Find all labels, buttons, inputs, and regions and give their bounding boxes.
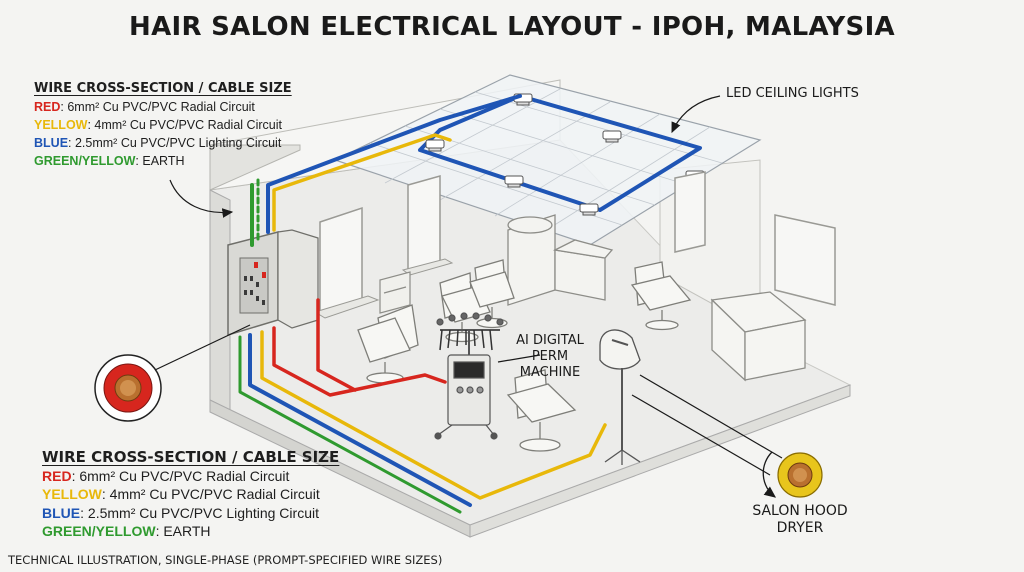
led-leader: [671, 95, 721, 134]
legend-row-earth: GREEN/YELLOW: EARTH: [42, 522, 339, 541]
legend-key: YELLOW: [34, 118, 88, 132]
perm-label-line: AI DIGITAL: [516, 333, 584, 348]
yellow-wire: [260, 330, 607, 500]
earth-wire: [238, 335, 462, 514]
footer-caption: TECHNICAL ILLUSTRATION, SINGLE-PHASE (PR…: [8, 553, 443, 567]
hood-dryer-label: SALON HOOD DRYER: [745, 503, 855, 537]
led-light: [504, 175, 524, 188]
legend-heading: WIRE CROSS-SECTION / CABLE SIZE: [42, 448, 340, 466]
perm-machine-label: AI DIGITAL PERM MACHINE: [505, 333, 595, 381]
page-title: HAIR SALON ELECTRICAL LAYOUT - IPOH, MAL…: [129, 12, 895, 42]
red-cable-cross-section: [94, 354, 162, 422]
salon-chair: [357, 304, 419, 384]
legend-row-yellow: YELLOW: 4mm² Cu PVC/PVC Radial Circuit: [42, 485, 339, 504]
legend-text: : 2.5mm² Cu PVC/PVC Lighting Circuit: [80, 504, 319, 521]
salon-chairs: [357, 259, 692, 452]
legend-row-earth: GREEN/YELLOW: EARTH: [34, 152, 292, 170]
wire-legend-bottom: WIRE CROSS-SECTION / CABLE SIZE RED: 6mm…: [42, 448, 339, 541]
legend-key: RED: [42, 467, 72, 484]
legend-key: GREEN/YELLOW: [42, 523, 156, 539]
wash-station: [507, 214, 614, 306]
distribution-board: [227, 229, 319, 337]
floor-edge-right: [469, 384, 851, 538]
salon-chair: [506, 369, 577, 452]
wire-legend-top: WIRE CROSS-SECTION / CABLE SIZE RED: 6mm…: [34, 80, 292, 170]
led-ceiling-lights-label: LED CEILING LIGHTS: [726, 86, 859, 101]
callout-leaders: [154, 95, 783, 476]
legend-text: : 4mm² Cu PVC/PVC Radial Circuit: [101, 486, 320, 502]
mirror: [319, 206, 363, 313]
hood-dryer: [599, 329, 641, 465]
dryer-leader: [639, 374, 783, 459]
red-wire: [272, 326, 447, 397]
legend-text: : 6mm² Cu PVC/PVC Radial Circuit: [60, 100, 255, 114]
red-callout-leader: [154, 324, 251, 371]
trolley: [379, 271, 411, 314]
legend-heading: WIRE CROSS-SECTION / CABLE SIZE: [34, 81, 292, 96]
legend-key: GREEN/YELLOW: [34, 154, 136, 168]
legend-row-red: RED: 6mm² Cu PVC/PVC Radial Circuit: [42, 467, 339, 486]
salon-chair: [630, 261, 692, 331]
legend-top-leader: [169, 179, 234, 218]
led-light: [425, 139, 445, 152]
perm-machine: [434, 312, 504, 440]
legend-row-blue: BLUE: 2.5mm² Cu PVC/PVC Lighting Circuit: [42, 504, 339, 523]
legend-key: BLUE: [34, 136, 69, 150]
mirror: [407, 175, 441, 271]
red-wire: [316, 298, 357, 392]
legend-key: YELLOW: [42, 486, 102, 502]
yellow-wire: [272, 133, 452, 232]
salon-chair: [469, 259, 515, 329]
mirror: [674, 171, 706, 253]
legend-text: : 4mm² Cu PVC/PVC Radial Circuit: [87, 118, 282, 132]
perm-label-line: PERM MACHINE: [519, 349, 581, 380]
perm-leader: [497, 354, 541, 363]
yellow-cable-cross-section: [762, 451, 823, 498]
dryer-label-line: SALON HOOD: [752, 503, 848, 519]
led-light: [602, 130, 622, 143]
legend-row-yellow: YELLOW: 4mm² Cu PVC/PVC Radial Circuit: [34, 116, 292, 134]
legend-key: RED: [34, 100, 61, 114]
legend-text: : 2.5mm² Cu PVC/PVC Lighting Circuit: [68, 136, 282, 150]
legend-key: BLUE: [42, 504, 81, 521]
legend-text: : EARTH: [135, 154, 185, 168]
left-side-wall: [209, 189, 231, 411]
blue-wire: [248, 333, 472, 507]
dryer-leader-2: [631, 394, 771, 476]
wiring: [238, 94, 607, 514]
dryer-label-line: DRYER: [776, 520, 824, 536]
front-left-wall: [209, 144, 301, 191]
legend-text: : EARTH: [155, 523, 211, 539]
blue-wire: [266, 94, 522, 234]
mirror: [774, 214, 836, 306]
led-light: [579, 203, 599, 216]
legend-row-red: RED: 6mm² Cu PVC/PVC Radial Circuit: [34, 98, 292, 116]
reception-counter: [710, 291, 807, 382]
legend-text: : 6mm² Cu PVC/PVC Radial Circuit: [71, 467, 290, 484]
legend-row-blue: BLUE: 2.5mm² Cu PVC/PVC Lighting Circuit: [34, 134, 292, 152]
